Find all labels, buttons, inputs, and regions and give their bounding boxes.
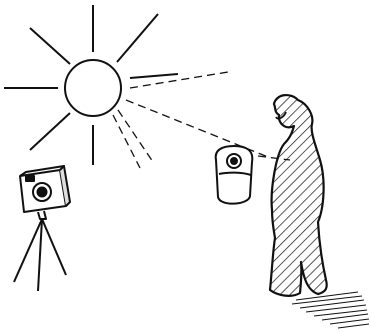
ground-hatching [292, 292, 369, 328]
person-silhouette [270, 95, 327, 296]
sun-ray [130, 74, 178, 78]
tripod [14, 211, 66, 291]
person-icon [270, 95, 327, 296]
sun-ray [117, 14, 158, 62]
sun-ray [30, 28, 70, 64]
camera-icon [20, 166, 70, 212]
camera-on-tripod [14, 166, 70, 291]
sun-ray [30, 113, 70, 150]
light-rays-dashed [113, 72, 290, 168]
sun-icon [4, 5, 178, 165]
light-meter-icon [216, 146, 253, 204]
